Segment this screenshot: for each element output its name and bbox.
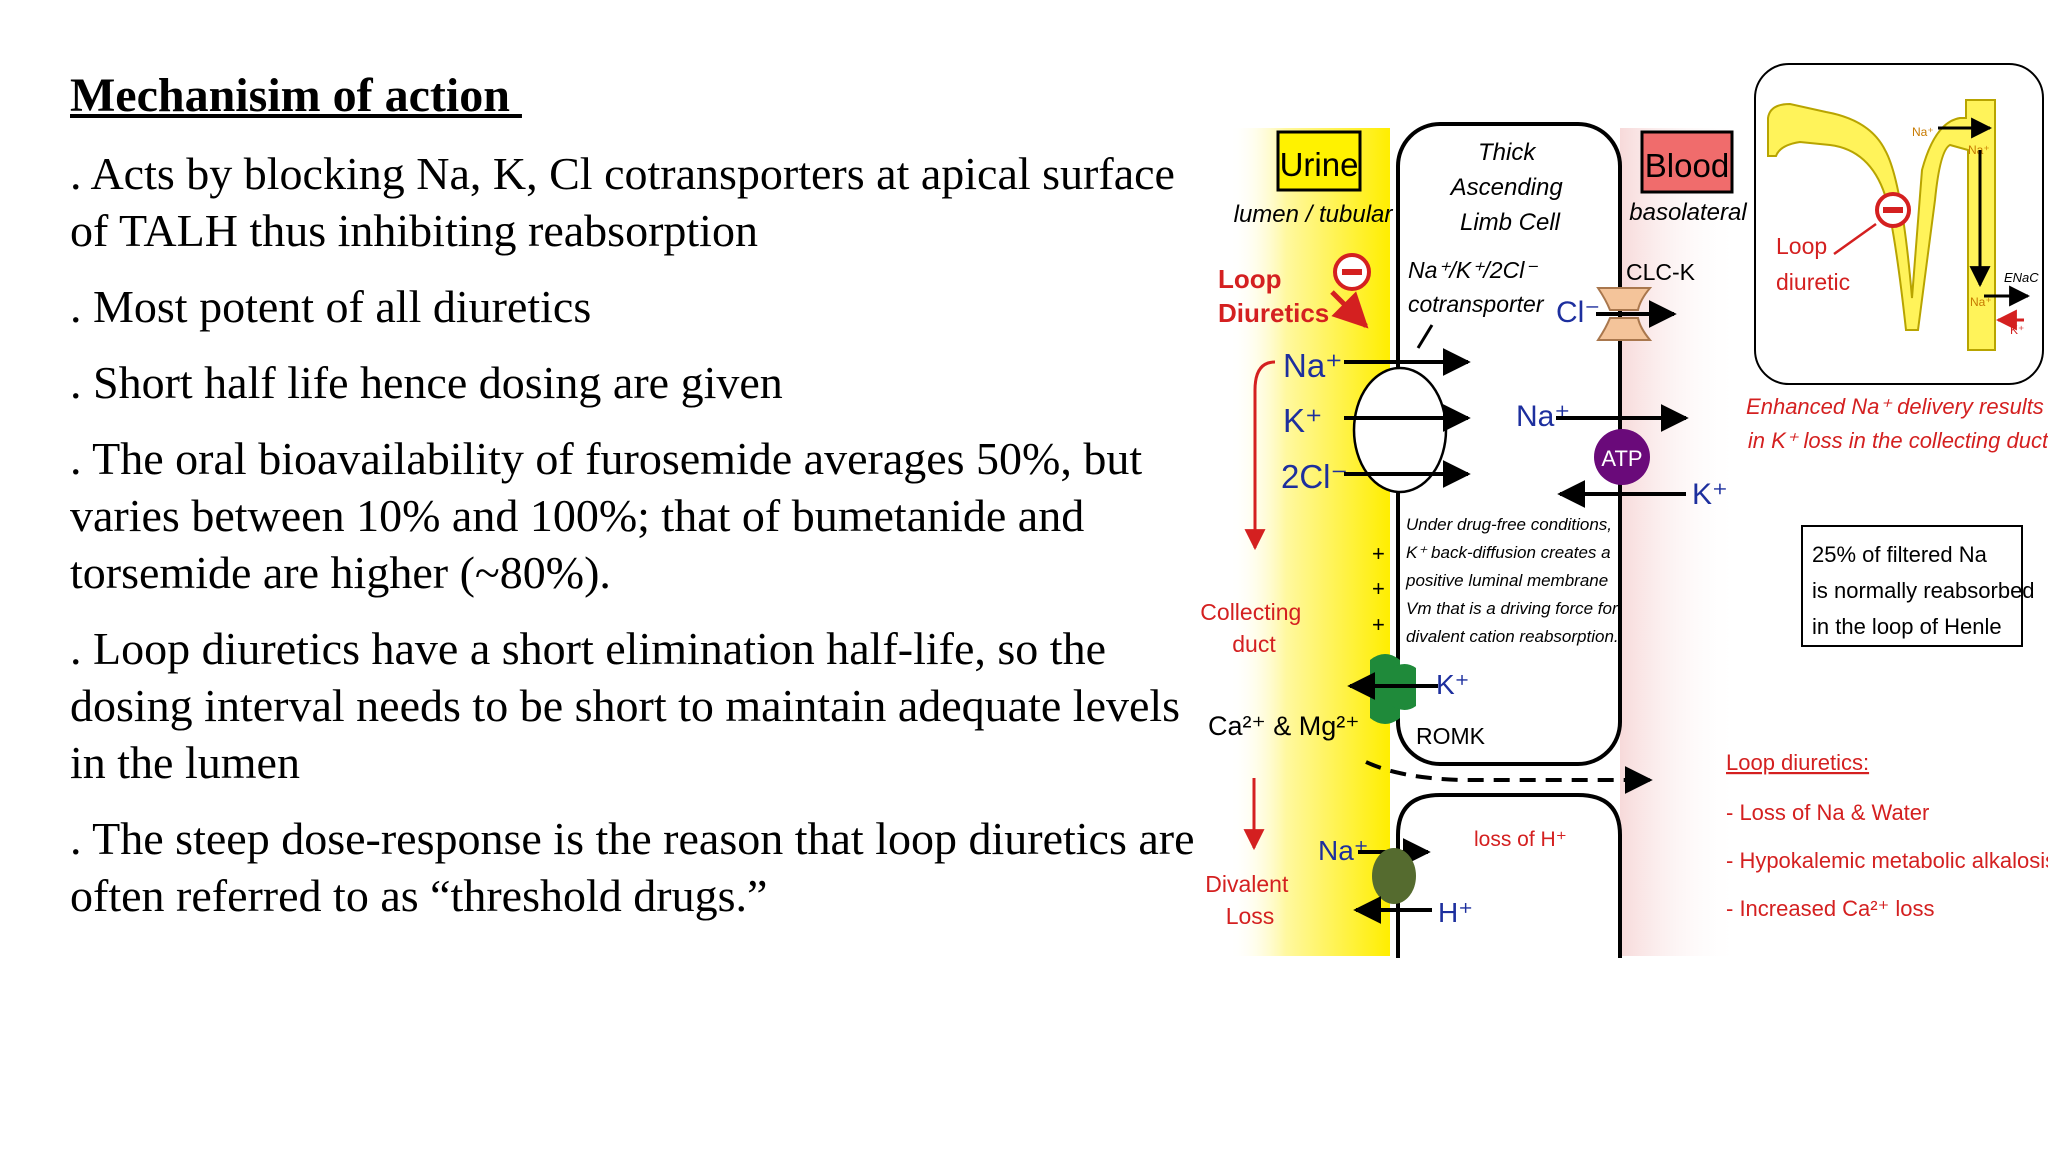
cell-label: Thick Ascending Limb Cell: [1449, 139, 1570, 236]
na-ion: Na⁺: [1283, 347, 1343, 384]
inset-loop-diuretic: Loop diuretic: [1776, 233, 1850, 295]
lower-cell: [1396, 793, 1622, 958]
urine-label-box: [1276, 130, 1362, 192]
effects-title: Loop diuretics:: [1726, 750, 1869, 775]
bullet-point: . The oral bioavailability of furosemide…: [70, 433, 1143, 598]
romk-k-ion: K⁺: [1436, 669, 1469, 700]
collecting-duct-label: Collecting duct: [1200, 599, 1307, 657]
atp-label: ATP: [1601, 446, 1642, 471]
svg-text:+: +: [1372, 576, 1385, 601]
blood-label-box: [1640, 130, 1734, 194]
bullet-point: . Most potent of all diuretics: [70, 281, 592, 332]
blood-label: Blood: [1645, 147, 1729, 184]
filtered-na-text: 25% of filtered Na is normally reabsorbe…: [1812, 542, 2041, 639]
lumen-label: lumen / tubular: [1234, 201, 1394, 228]
effect-item: - Hypokalemic metabolic alkalosis: [1726, 848, 2048, 873]
inset-k: K⁺: [2010, 323, 2024, 337]
atp-pump-icon: [1594, 429, 1650, 485]
bullet-point: . Short half life hence dosing are given: [70, 357, 783, 408]
inset-enac: ENaC: [2004, 270, 2039, 285]
h-lower-ion: H⁺: [1438, 897, 1473, 928]
cl-ion: Cl⁻: [1556, 296, 1600, 329]
pointer-line: [1416, 324, 1434, 349]
positive-charge-marks: + + +: [1372, 541, 1385, 637]
loop-diuretics-label: Loop Diuretics: [1218, 264, 1329, 328]
nephron-loop-icon: [1767, 99, 1996, 351]
effect-item: - Increased Ca²⁺ loss: [1726, 896, 1934, 921]
enhanced-delivery-caption: Enhanced Na⁺ delivery results in K⁺ loss…: [1746, 394, 2048, 453]
inset-inhibit-icon: [1875, 192, 1911, 228]
inset-na-lower: Na⁺: [1970, 295, 1992, 309]
nhe-exchanger-icon: [1372, 848, 1416, 904]
basolateral-label: basolateral: [1629, 199, 1747, 226]
bullet-point: . The steep dose-response is the reason …: [70, 813, 1195, 921]
urine-label: Urine: [1280, 146, 1359, 183]
slide-title: Mechanisim of action: [70, 69, 522, 122]
loss-h-label: loss of H⁺: [1474, 828, 1567, 851]
filtered-na-box: [1801, 525, 2023, 647]
paracellular-arrow: [1365, 760, 1653, 794]
bullet-point: . Acts by blocking Na, K, Cl cotransport…: [70, 148, 1175, 256]
drug-free-note: Under drug-free conditions, K⁺ back-diff…: [1405, 515, 1622, 646]
ca-mg-label: Ca²⁺ & Mg²⁺: [1208, 711, 1360, 741]
cotransporter-label: Na⁺/K⁺/2Cl⁻ cotransporter: [1408, 257, 1545, 317]
loop-diuretic-diagram: Urine lumen / tubular Thick Ascending Li…: [1200, 63, 2048, 958]
2cl-ion: 2Cl⁻: [1281, 458, 1348, 495]
svg-text:+: +: [1372, 541, 1385, 566]
lumen-bracket: [1244, 360, 1276, 551]
blood-background: [1620, 128, 1740, 956]
inhibit-icon: [1333, 253, 1371, 291]
inhibition-arrow: [1330, 290, 1369, 329]
k-ion: K⁺: [1283, 402, 1322, 439]
inset-pointer: [1833, 222, 1877, 256]
bullet-point: . Loop diuretics have a short eliminatio…: [70, 623, 1181, 788]
effect-item: - Loss of Na & Water: [1726, 800, 1929, 825]
k-right-ion: K⁺: [1692, 478, 1728, 511]
romk-label: ROMK: [1416, 723, 1486, 749]
divalent-loss-label: Divalent Loss: [1205, 871, 1295, 929]
clck-channel-icon: [1596, 287, 1653, 341]
inset-na-top: Na⁺: [1912, 125, 1934, 139]
svg-text:+: +: [1372, 612, 1385, 637]
clck-label: CLC-K: [1626, 259, 1696, 285]
bullet-list: . Acts by blocking Na, K, Cl cotransport…: [70, 145, 1200, 943]
